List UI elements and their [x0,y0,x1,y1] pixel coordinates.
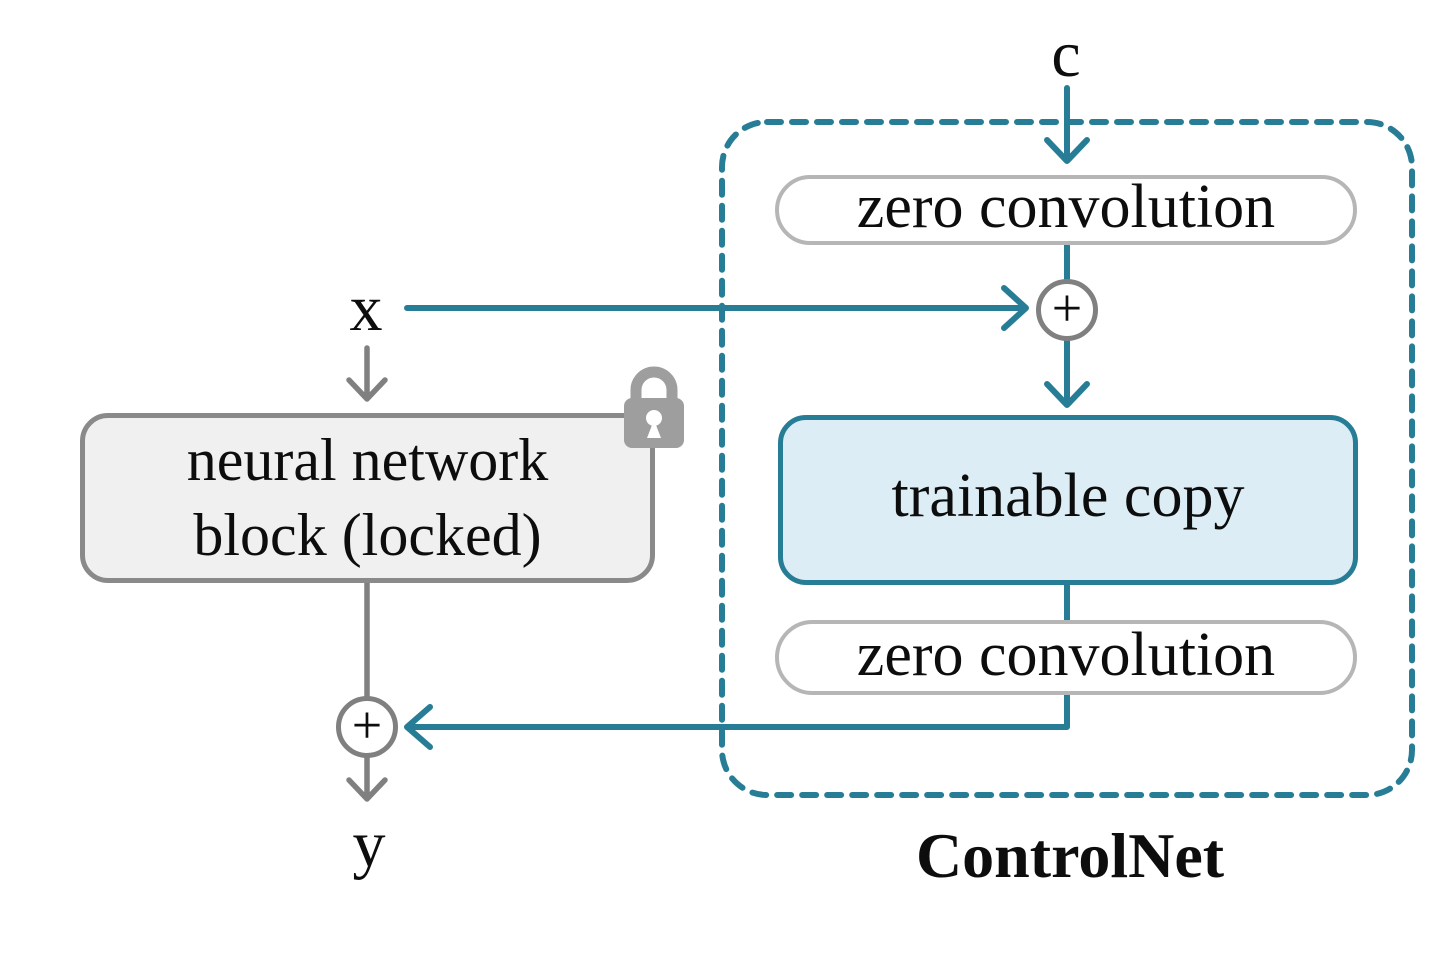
add-operator-top: + [1036,279,1098,341]
plus-icon: + [1051,277,1083,338]
neural-network-block-line2: block (locked) [193,502,542,568]
controlnet-title: ControlNet [915,820,1225,891]
arrow-add-to-y [346,755,388,802]
arrow-add-to-trainable-copy [1044,338,1090,408]
neural-network-block-line1: neural network [186,427,549,493]
input-x-label: x [349,272,383,345]
zero-convolution-top-node: zero convolution [775,175,1357,245]
arrow-x-to-neural-network-block [346,345,388,402]
zero-convolution-top-label: zero convolution [856,173,1276,241]
plus-icon: + [351,694,383,755]
arrow-x-to-add [404,285,1029,331]
lock-shackle [630,366,678,402]
trainable-copy-node: trainable copy [778,415,1358,585]
add-operator-bottom: + [336,696,398,758]
trainable-copy-label: trainable copy [891,461,1245,530]
arrow-zero-convolution-to-add-bottom [404,692,1070,750]
arrow-c-to-zero-convolution [1044,85,1090,164]
lock-icon [624,366,684,448]
lock-keyhole [646,410,662,426]
zero-convolution-bottom-label: zero convolution [856,620,1276,689]
input-c-label: c [1051,18,1081,91]
neural-network-block-node: neural network block (locked) [80,413,655,583]
zero-convolution-bottom-node: zero convolution [775,620,1357,695]
lock-keyhole-slot [647,420,661,438]
output-y-label: y [352,808,386,881]
